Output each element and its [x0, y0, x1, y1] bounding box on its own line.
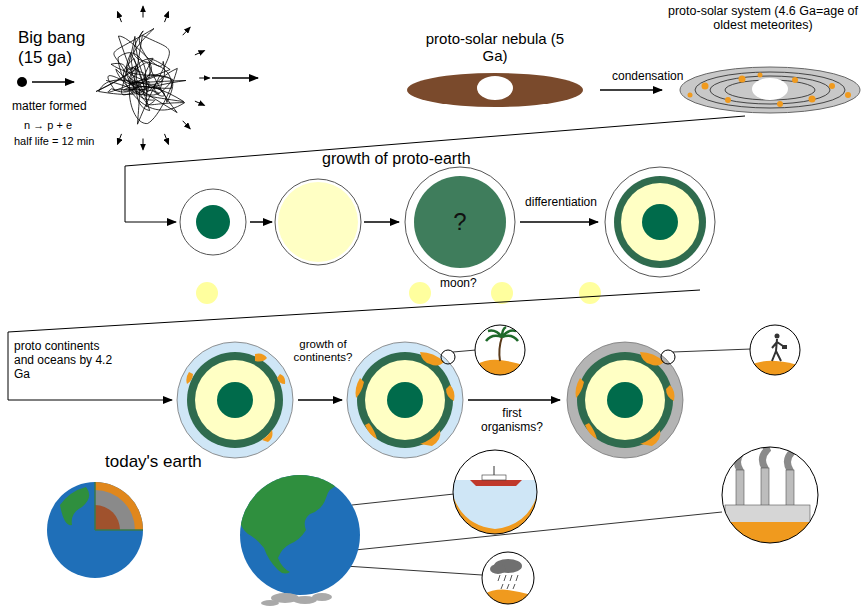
tangle-stroke	[96, 29, 186, 125]
process-label: condensation	[612, 70, 702, 84]
stage-title: today's earth	[105, 452, 235, 472]
note: half life = 12 min	[14, 135, 124, 148]
modern-earth	[567, 342, 683, 458]
proto-sun	[477, 76, 513, 100]
expansion-arrow	[143, 6, 144, 17]
leader-line	[453, 350, 476, 352]
question-label: moon?	[440, 277, 490, 291]
flow-arrow	[298, 399, 342, 401]
early-earth	[347, 342, 463, 458]
expansion-arrow	[195, 51, 205, 55]
stage-title: Big bang (15 ga)	[18, 28, 98, 67]
stage-title: proto-solar nebula (5 Ga)	[420, 30, 570, 65]
moon	[196, 282, 601, 304]
flow-arrow	[364, 221, 399, 223]
leader-line	[352, 494, 454, 505]
process-label: differentiation	[519, 196, 603, 210]
node-text: ?	[414, 176, 506, 268]
cutaway-globe	[47, 482, 143, 578]
industry-inset	[722, 436, 822, 547]
nebula-disc	[407, 73, 583, 107]
leader-line	[355, 512, 722, 550]
proto-earth-stage	[275, 179, 361, 265]
equation: n → p + e	[24, 119, 114, 132]
expansion-arrow	[118, 134, 122, 144]
flow-arrow	[468, 399, 560, 401]
differentiated-earth	[605, 167, 715, 277]
question-label: first organisms?	[470, 407, 554, 435]
clouds	[261, 593, 332, 606]
stage-title: proto continents and oceans by 4.2 Ga	[14, 340, 114, 381]
flow-arrow	[212, 77, 258, 79]
weathering-inset	[480, 552, 536, 606]
stage-title: proto-solar system (4.6 Ga=age of oldest…	[662, 4, 864, 33]
expansion-arrow	[165, 134, 169, 144]
expansion-arrow	[118, 12, 122, 22]
ocean-inset	[450, 450, 542, 540]
planet-circle: ?	[414, 176, 506, 268]
expansion-arrow	[143, 139, 144, 150]
early-earth	[177, 342, 293, 458]
expansion-arrow	[199, 78, 209, 79]
human-inset	[748, 325, 802, 380]
flow-arrow	[250, 221, 272, 223]
leader-line	[345, 566, 482, 575]
globe	[240, 461, 360, 595]
proto-earth-stage	[180, 189, 246, 255]
flow-arrow	[32, 81, 74, 83]
palm-tree-inset	[470, 325, 530, 380]
expansion-arrow	[165, 12, 169, 22]
proto-solar-system	[680, 67, 860, 113]
expansion-arrows	[118, 6, 210, 149]
big-bang-tangle	[96, 29, 186, 125]
expansion-arrow	[183, 27, 190, 35]
flow-arrow	[520, 221, 598, 223]
flow-arrow	[600, 89, 662, 91]
expansion-arrow	[183, 121, 190, 129]
matter-dot	[17, 77, 27, 87]
leader-line	[673, 349, 751, 352]
stage-title: growth of proto-earth	[322, 150, 522, 168]
expansion-arrow	[195, 101, 205, 105]
note: matter formed	[12, 100, 112, 114]
proto-earth-outline	[405, 167, 515, 277]
question-label: growth of continents?	[281, 338, 365, 364]
